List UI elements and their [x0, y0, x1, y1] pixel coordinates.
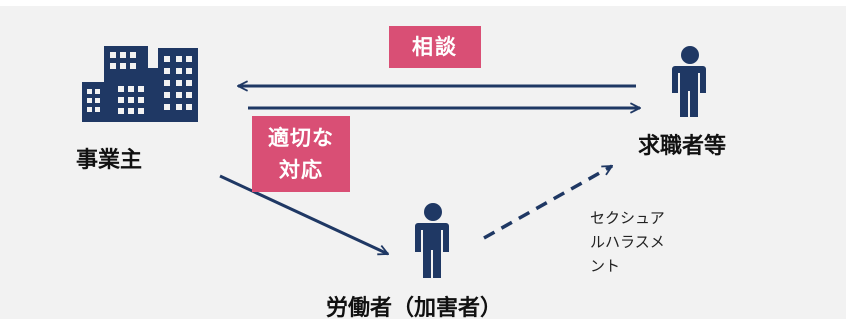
job-seeker-label: 求職者等	[638, 134, 727, 159]
appropriate-response-line2: 対応	[279, 158, 323, 182]
appropriate-response-line1: 適切な	[268, 126, 334, 150]
building-icon	[82, 46, 198, 122]
harassment-note-line2: ルハラスメ	[590, 233, 665, 251]
consultation-badge: 相談	[389, 26, 481, 68]
person-icon	[672, 46, 706, 117]
appropriate-response-badge: 適切な 対応	[252, 116, 350, 192]
harassment-note: セクシュア ルハラスメ ント	[590, 206, 700, 278]
person-icon	[415, 203, 449, 278]
harassment-note-line1: セクシュア	[590, 209, 665, 227]
harassment-note-line3: ント	[590, 257, 621, 275]
diagram-graphics	[82, 46, 706, 278]
employer-label: 事業主	[76, 148, 143, 173]
worker-label: 労働者（加害者）	[326, 296, 503, 321]
response-arrow	[219, 174, 388, 256]
harassment-arrow	[483, 164, 612, 240]
